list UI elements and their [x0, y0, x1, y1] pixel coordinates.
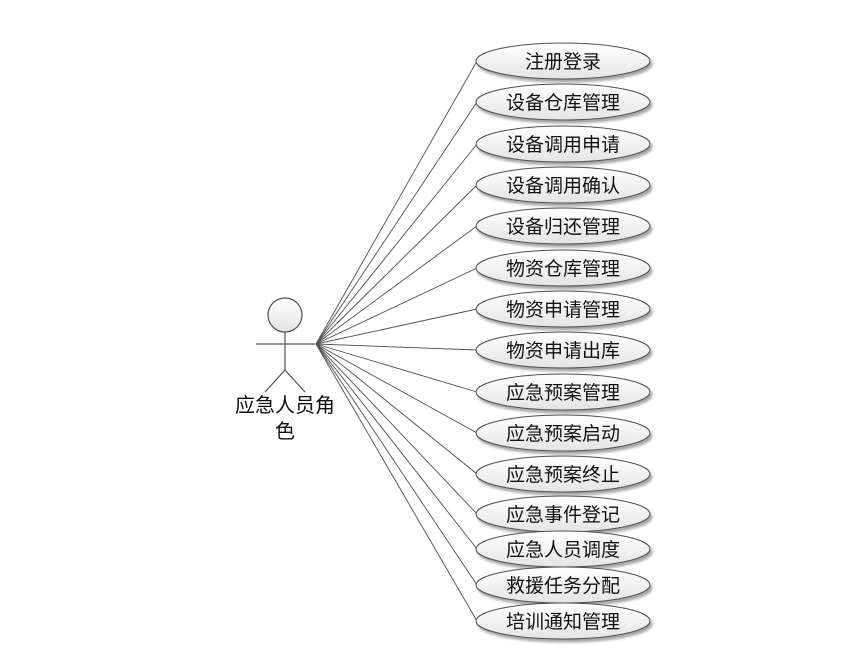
actor-label-line1: 应急人员角 — [235, 393, 335, 417]
association-line — [315, 60, 478, 345]
association-line — [315, 343, 478, 586]
use-case-ellipse — [475, 207, 651, 245]
use-case-label: 应急事件登记 — [506, 504, 620, 526]
association-line — [315, 343, 478, 515]
association-line — [315, 143, 478, 345]
use-case-ellipse — [475, 125, 651, 163]
use-case: 应急预案终止 — [475, 455, 651, 493]
association-line — [315, 184, 478, 345]
use-case-label: 物资仓库管理 — [506, 258, 620, 280]
association-line — [315, 343, 478, 550]
use-case-ellipse — [475, 42, 651, 80]
use-case-label: 培训通知管理 — [506, 611, 620, 633]
use-case-label: 设备仓库管理 — [506, 92, 620, 114]
association-line — [315, 308, 478, 345]
actor-left-leg — [264, 369, 286, 393]
use-case-label: 注册登录 — [525, 51, 601, 73]
association-line — [315, 343, 478, 351]
association-line — [315, 343, 478, 475]
use-case: 物资申请出库 — [475, 331, 651, 369]
use-case: 注册登录 — [475, 42, 651, 80]
use-case: 设备调用确认 — [475, 166, 651, 204]
use-case-ellipse — [475, 331, 651, 369]
use-case-ellipse — [475, 83, 651, 121]
association-line — [315, 225, 478, 345]
use-case: 应急预案启动 — [475, 414, 651, 452]
use-case: 设备调用申请 — [475, 125, 651, 163]
use-case: 物资申请管理 — [475, 290, 651, 328]
association-line — [315, 343, 478, 434]
use-case-label: 设备调用申请 — [506, 134, 620, 156]
association-lines — [315, 60, 478, 622]
use-case-label: 设备归还管理 — [506, 216, 620, 238]
use-case: 设备归还管理 — [475, 207, 651, 245]
use-case-label: 应急预案启动 — [506, 423, 620, 445]
use-case-ellipse — [475, 455, 651, 493]
use-case: 培训通知管理 — [475, 602, 651, 640]
actor-right-leg — [284, 369, 306, 393]
use-case-ellipse — [475, 249, 651, 287]
use-case-ellipse — [475, 602, 651, 640]
use-case: 应急人员调度 — [475, 530, 651, 568]
association-line — [315, 343, 478, 622]
use-case: 救援任务分配 — [475, 566, 651, 604]
use-case-label: 物资申请管理 — [506, 299, 620, 321]
use-case-label: 应急人员调度 — [506, 539, 620, 561]
use-case-ellipse — [475, 290, 651, 328]
use-case-label: 应急预案终止 — [506, 464, 620, 486]
use-case-ellipse — [475, 414, 651, 452]
use-case-label: 物资申请出库 — [506, 340, 620, 362]
use-case-list: 注册登录设备仓库管理设备调用申请设备调用确认设备归还管理物资仓库管理物资申请管理… — [475, 42, 651, 640]
use-case-ellipse — [475, 373, 651, 411]
actor-stick-figure: 应急人员角 色 — [235, 297, 335, 443]
use-case-ellipse — [475, 166, 651, 204]
association-line — [315, 343, 478, 393]
association-line — [315, 101, 478, 345]
use-case: 物资仓库管理 — [475, 249, 651, 287]
use-case: 应急事件登记 — [475, 495, 651, 533]
association-line — [315, 267, 478, 345]
actor-head — [267, 297, 303, 333]
use-case: 设备仓库管理 — [475, 83, 651, 121]
use-case: 应急预案管理 — [475, 373, 651, 411]
use-case-label: 设备调用确认 — [506, 175, 620, 197]
use-case-label: 应急预案管理 — [506, 382, 620, 404]
use-case-label: 救援任务分配 — [506, 575, 620, 597]
actor-label-line2: 色 — [275, 419, 295, 443]
